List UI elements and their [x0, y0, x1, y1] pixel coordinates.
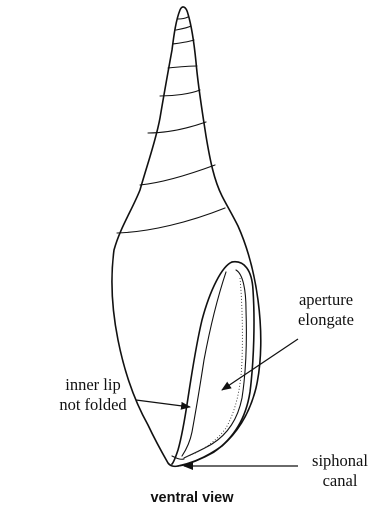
label-aperture-line1: aperture: [299, 290, 353, 309]
label-inner-lip-line2: not folded: [59, 395, 127, 414]
label-inner-lip-line1: inner lip: [65, 375, 120, 394]
arrow-aperture: [222, 339, 298, 390]
shell-outline: [112, 7, 261, 466]
caption-ventral-view: ventral view: [150, 490, 234, 506]
aperture-shape: [172, 262, 254, 466]
label-siphonal-canal: siphonal canal: [184, 451, 368, 490]
label-siphonal-line1: siphonal: [312, 451, 368, 470]
label-inner-lip: inner lip not folded: [59, 375, 190, 414]
whorl-sutures: [117, 17, 225, 233]
label-siphonal-line2: canal: [323, 471, 358, 490]
label-aperture-line2: elongate: [298, 310, 354, 329]
arrow-inner-lip: [136, 400, 190, 407]
